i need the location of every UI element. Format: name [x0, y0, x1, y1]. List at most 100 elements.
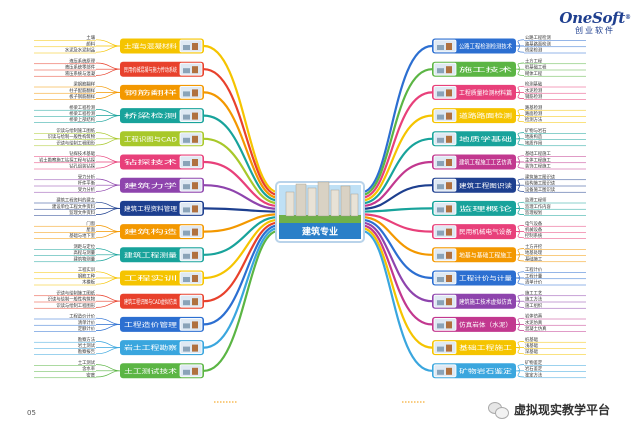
left-leaf-link-11-0	[95, 294, 121, 302]
left-thumb-building-1	[183, 68, 190, 74]
left-leaf-label-11-2: 识读与绘制工程图形	[56, 302, 95, 309]
left-connector-1	[202, 68, 280, 196]
left-connector-3	[202, 114, 280, 202]
left-leaf-label-3-1: 桥梁工程检测	[69, 110, 95, 117]
left-leaf-label-3-2: 桥梁上部结构	[69, 116, 95, 123]
right-leaf-link-12-2	[515, 324, 525, 331]
right-thumb-building-10	[437, 277, 444, 282]
center-label-bar	[279, 223, 361, 239]
right-connector-0	[360, 44, 434, 194]
right-thumb-building-9	[437, 253, 444, 259]
right-leaf-label-0-2: 桥梁检测	[525, 47, 542, 54]
right-leaf-link-14-2	[515, 370, 525, 378]
left-leaf-label-10-1: 钢筋工种	[78, 272, 96, 279]
left-leaf-label-8-2: 基础与地下室	[69, 232, 95, 239]
left-leaf-link-2-0	[95, 85, 121, 93]
right-connector-4	[360, 137, 434, 205]
left-leaf-link-8-2	[95, 231, 121, 239]
right-branch-label-6: 建筑工程图识读	[459, 182, 512, 190]
right-branch-label-4: 地质学基础	[459, 135, 512, 143]
right-leaf-label-12-2: 混凝土仿真	[525, 325, 547, 332]
left-thumb-building-12	[183, 323, 190, 329]
right-connector-6	[360, 184, 434, 210]
right-thumb-object-8	[446, 228, 452, 236]
right-leaf-label-8-2: 控制系统	[525, 232, 543, 239]
right-thumb-building-2	[437, 91, 444, 97]
right-leaf-label-11-0: 施工工艺	[525, 289, 542, 296]
left-leaf-label-8-1: 屋面	[86, 227, 95, 233]
right-connector-10	[360, 218, 434, 280]
left-connector-4	[202, 137, 280, 205]
left-connector-9	[202, 216, 280, 256]
page-number: 05	[27, 409, 36, 417]
right-thumb-object-13	[446, 344, 452, 352]
right-thumb-object-2	[446, 89, 452, 97]
left-thumb-building-9	[183, 253, 190, 259]
right-branch-label-0: 公路工程检测检测技术	[459, 43, 512, 51]
right-thumb-object-4	[446, 135, 452, 143]
left-thumb-object-13	[192, 344, 198, 352]
right-connector-9	[360, 216, 434, 256]
left-thumb-building-6	[183, 184, 190, 190]
left-thumb-object-9	[192, 251, 198, 259]
right-leaf-label-12-1: 水泥仿真	[525, 319, 543, 326]
wechat-icon	[488, 400, 509, 419]
right-leaf-label-2-1: 水泥检测	[525, 87, 542, 94]
right-branch-label-14: 矿物岩石鉴定	[459, 367, 512, 375]
right-leaf-link-11-0	[515, 294, 525, 302]
left-thumb-building-10	[183, 277, 190, 282]
left-leaf-link-14-2	[95, 370, 121, 378]
left-thumb-building-8	[183, 230, 190, 236]
left-leaf-link-7-0	[95, 201, 121, 209]
left-thumb-building-0	[183, 45, 190, 50]
center-tower-2	[307, 187, 317, 217]
center-tower-6	[350, 193, 359, 217]
left-leaf-link-1-2	[95, 68, 121, 76]
left-leaf-link-1-0	[95, 62, 121, 70]
left-leaf-link-9-2	[95, 254, 121, 262]
right-leaf-label-3-0: 路基检测	[525, 104, 542, 111]
right-leaf-link-1-0	[515, 62, 525, 70]
left-leaf-link-11-2	[95, 300, 121, 308]
right-leaf-link-13-0	[515, 341, 525, 348]
right-thumb-object-7	[446, 205, 452, 213]
right-leaf-link-11-2	[515, 300, 525, 308]
right-connector-2	[360, 91, 434, 199]
left-leaf-link-0-0	[95, 39, 121, 47]
left-thumb-building-3	[183, 114, 190, 120]
right-thumb-building-6	[437, 184, 444, 190]
left-leaf-label-5-2: 钻孔组装钻探	[69, 163, 95, 170]
center-tower-0	[285, 191, 295, 217]
right-leaf-label-0-0: 公路工程检测	[525, 34, 551, 41]
right-leaf-label-5-0: 基础工程施工	[525, 150, 551, 157]
logo-cn: 创业软件	[575, 26, 615, 35]
right-leaf-label-13-1: 浅基础	[525, 342, 538, 349]
left-thumb-object-6	[192, 182, 198, 190]
right-connector-3	[360, 114, 434, 202]
right-leaf-link-9-0	[515, 248, 525, 256]
left-leaf-label-4-1: 识读与绘制一般性构筑物	[48, 133, 96, 140]
left-thumb-object-11	[192, 298, 198, 306]
left-leaf-label-1-2: 液压系统与混凝	[65, 70, 96, 77]
left-branch-label-10: 工程实训	[124, 275, 177, 283]
left-thumb-object-4	[192, 135, 198, 143]
right-thumb-object-5	[446, 159, 452, 166]
right-leaf-label-13-0: 桩基础	[525, 336, 538, 343]
right-leaf-label-6-1: 结构施工图识读	[525, 180, 556, 187]
left-branch-label-7: 建筑工程资料管理	[124, 205, 177, 213]
right-branch-label-5: 建筑工程施工工艺仿真	[459, 159, 512, 167]
left-thumb-object-7	[192, 205, 198, 213]
logo-brand: OneSoft	[559, 9, 625, 27]
right-leaf-link-13-2	[515, 347, 525, 355]
left-branch-label-8: 建筑构造	[124, 228, 177, 236]
left-leaf-link-9-0	[95, 248, 121, 256]
left-leaf-label-4-0: 识读与绘制施工图纸	[56, 127, 95, 134]
right-leaf-link-8-2	[515, 231, 525, 239]
right-thumb-building-1	[437, 68, 444, 74]
left-leaf-link-5-0	[95, 155, 121, 163]
right-leaf-label-4-1: 地质构造	[525, 133, 543, 140]
right-branch-label-13: 基础工程施工	[459, 344, 512, 352]
left-thumb-object-8	[192, 228, 198, 236]
left-thumb-object-10	[192, 275, 198, 282]
